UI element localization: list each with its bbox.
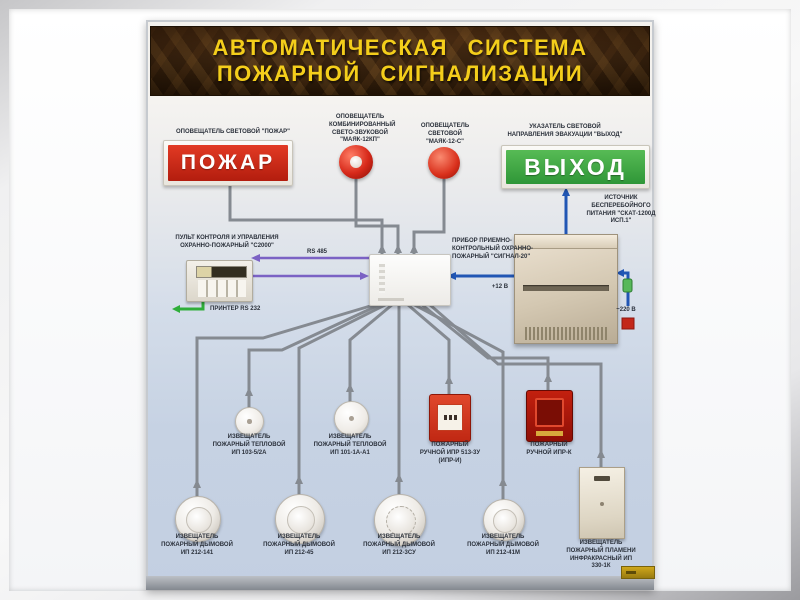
heat-detector-pin (247, 419, 252, 424)
heat-detector-2 (334, 401, 369, 436)
fire-sign-text: ПОЖАР (168, 145, 288, 181)
ups-vent-grille (525, 327, 607, 340)
combined-annunciator-caption: ОПОВЕЩАТЕЛЬ КОМБИНИРОВАННЫЙ СВЕТО-ЗВУКОВ… (329, 114, 396, 144)
heat-detector-1 (235, 407, 264, 436)
console-keypad (198, 280, 246, 297)
smoke-detector-3-caption: ИЗВЕЩАТЕЛЬ ПОЖАРНЫЙ ДЫМОВОЙ ИП 212-3СУ (363, 534, 435, 556)
flame-detector-led (600, 502, 604, 506)
ups-caption: ИСТОЧНИК БЕСПЕРЕБОЙНОГО ПИТАНИЯ "СКАТ-12… (586, 195, 656, 225)
flame-detector-caption: ИЗВЕЩАТЕЛЬ ПОЖАРНЫЙ ПЛАМЕНИ ИНФРАКРАСНЫЙ… (566, 540, 636, 570)
gray-wire-arrowheads (193, 244, 605, 488)
printer-label: ПРИНТЕР RS 232 (210, 306, 261, 312)
ups-groove (523, 285, 609, 291)
mains-led-indicator (622, 278, 633, 293)
smoke-detector-core (386, 506, 416, 536)
smoke-detector-core (492, 508, 518, 534)
smoke-detector-4-caption: ИЗВЕЩАТЕЛЬ ПОЖАРНЫЙ ДЫМОВОЙ ИП 212-41М (467, 534, 539, 556)
ups-skat1200 (514, 234, 618, 344)
panel-indicator-column (379, 264, 385, 293)
call-point-window (437, 404, 463, 431)
printer-wire (172, 300, 205, 313)
exit-sign-text: ВЫХОД (506, 150, 645, 184)
poster-title-line1: АВТОМАТИЧЕСКАЯ СИСТЕМА (212, 35, 588, 60)
manual-call-point-2-caption: ПОЖАРНЫЙ РУЧНОЙ ИПР-К (526, 442, 572, 456)
rs485-bus-label: RS 485 (306, 249, 327, 255)
control-console-c2000 (186, 260, 253, 302)
fire-sign-caption: ОПОВЕЩАТЕЛЬ СВЕТОВОЙ "ПОЖАР" (175, 129, 290, 135)
panel-caption: ПРИБОР ПРИЕМНО-КОНТРОЛЬНЫЙ ОХРАННО-ПОЖАР… (452, 238, 534, 260)
smoke-detector-1-caption: ИЗВЕЩАТЕЛЬ ПОЖАРНЫЙ ДЫМОВОЙ ИП 212-141 (161, 534, 233, 556)
flame-detector (579, 467, 625, 539)
console-caption: ПУЛЬТ КОНТРОЛЯ И УПРАВЛЕНИЯ ОХРАННО-ПОЖА… (175, 235, 279, 249)
control-panel-signal20 (369, 254, 451, 306)
poster-title-banner: АВТОМАТИЧЕСКАЯ СИСТЕМА ПОЖАРНОЙ СИГНАЛИЗ… (150, 26, 650, 96)
rs485-arrowheads (251, 254, 369, 280)
fire-alarm-poster: АВТОМАТИЧЕСКАЯ СИСТЕМА ПОЖАРНОЙ СИГНАЛИЗ… (146, 20, 656, 590)
smoke-detector-core (185, 506, 213, 534)
heat-detector-2-caption: ИЗВЕЩАТЕЛЬ ПОЖАРНЫЙ ТЕПЛОВОЙ ИП 101-1А-А… (313, 434, 387, 456)
mains-socket (621, 317, 635, 330)
poster-bottom-edge (146, 576, 654, 590)
smoke-detector-3 (374, 494, 426, 546)
heat-detector-pin (348, 415, 355, 422)
flame-detector-window (594, 476, 610, 481)
panel-power-label: +12 В (491, 284, 509, 290)
smoke-detector-4 (483, 499, 525, 541)
call-point-window (535, 398, 564, 427)
manual-call-point-1-caption: ПОЖАРНЫЙ РУЧНОЙ ИПР 513-3У (ИПР-И) (419, 442, 481, 464)
poster-title-line2: ПОЖАРНОЙ СИГНАЛИЗАЦИИ (216, 61, 584, 86)
console-lcd-display (196, 266, 247, 278)
smoke-detector-2-caption: ИЗВЕЩАТЕЛЬ ПОЖАРНЫЙ ДЫМОВОЙ ИП 212-45 (263, 534, 335, 556)
panel-label-strip (378, 298, 404, 301)
exit-light-sign: ВЫХОД (501, 145, 650, 189)
wiring-diagram (172, 179, 635, 502)
combined-sound-light-annunciator (339, 145, 373, 179)
manual-call-point-2 (526, 390, 573, 442)
smoke-detector-1 (175, 496, 221, 542)
call-point-label-strip (536, 431, 563, 436)
light-annunciator (428, 147, 460, 179)
annunciator-horn-center (350, 156, 362, 168)
heat-detector-1-caption: ИЗВЕЩАТЕЛЬ ПОЖАРНЫЙ ТЕПЛОВОЙ ИП 103-5/2А (212, 434, 286, 456)
light-annunciator-caption: ОПОВЕЩАТЕЛЬ СВЕТОВОЙ "МАЯК-12-С" (420, 123, 470, 145)
smoke-detector-2 (275, 494, 325, 544)
manual-call-point-1 (429, 394, 471, 442)
publisher-badge (621, 566, 655, 579)
power-wires (447, 187, 635, 330)
rs485-bus-wires (253, 256, 369, 278)
fire-light-sign: ПОЖАР (163, 140, 293, 186)
smoke-detector-core (286, 505, 316, 535)
ups-lid (515, 235, 617, 249)
mains-voltage-label: ~220 В (616, 307, 636, 313)
badge-mark (626, 571, 636, 574)
exit-sign-caption: УКАЗАТЕЛЬ СВЕТОВОЙ НАПРАВЛЕНИЯ ЭВАКУАЦИИ… (507, 124, 623, 138)
gray-loop-wires (195, 179, 603, 502)
